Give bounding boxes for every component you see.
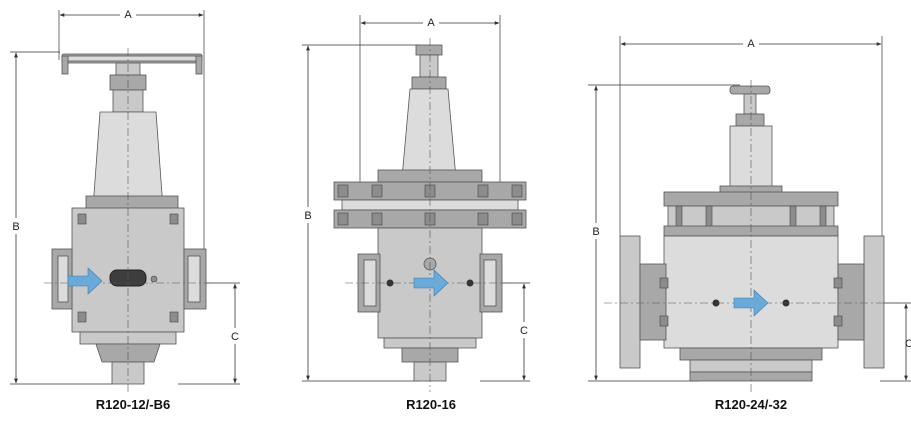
flow-direction-arrow-icon <box>413 269 449 297</box>
dimension-c-label: C <box>231 331 239 343</box>
figure-r120-12: A B C <box>9 6 242 392</box>
figure-caption: R120-24/-32 <box>714 397 788 412</box>
flow-direction-arrow-icon <box>733 289 769 317</box>
flow-direction-arrow-icon <box>67 267 103 295</box>
dimension-b-label: B <box>592 226 599 238</box>
dimension-a-label: A <box>427 17 435 29</box>
dimension-a-label: A <box>747 38 755 50</box>
figure-r120-24: A B C <box>588 35 911 392</box>
dimension-b-label: B <box>304 210 311 222</box>
figure-r120-16: A B C <box>301 14 531 392</box>
dimension-a-label: A <box>124 9 132 21</box>
dimension-b-label: B <box>12 221 19 233</box>
dimension-c-label: C <box>905 338 911 350</box>
figure-caption: R120-12/-B6 <box>95 397 171 412</box>
figure-caption: R120-16 <box>406 397 456 412</box>
dimension-c-label: C <box>520 325 528 337</box>
